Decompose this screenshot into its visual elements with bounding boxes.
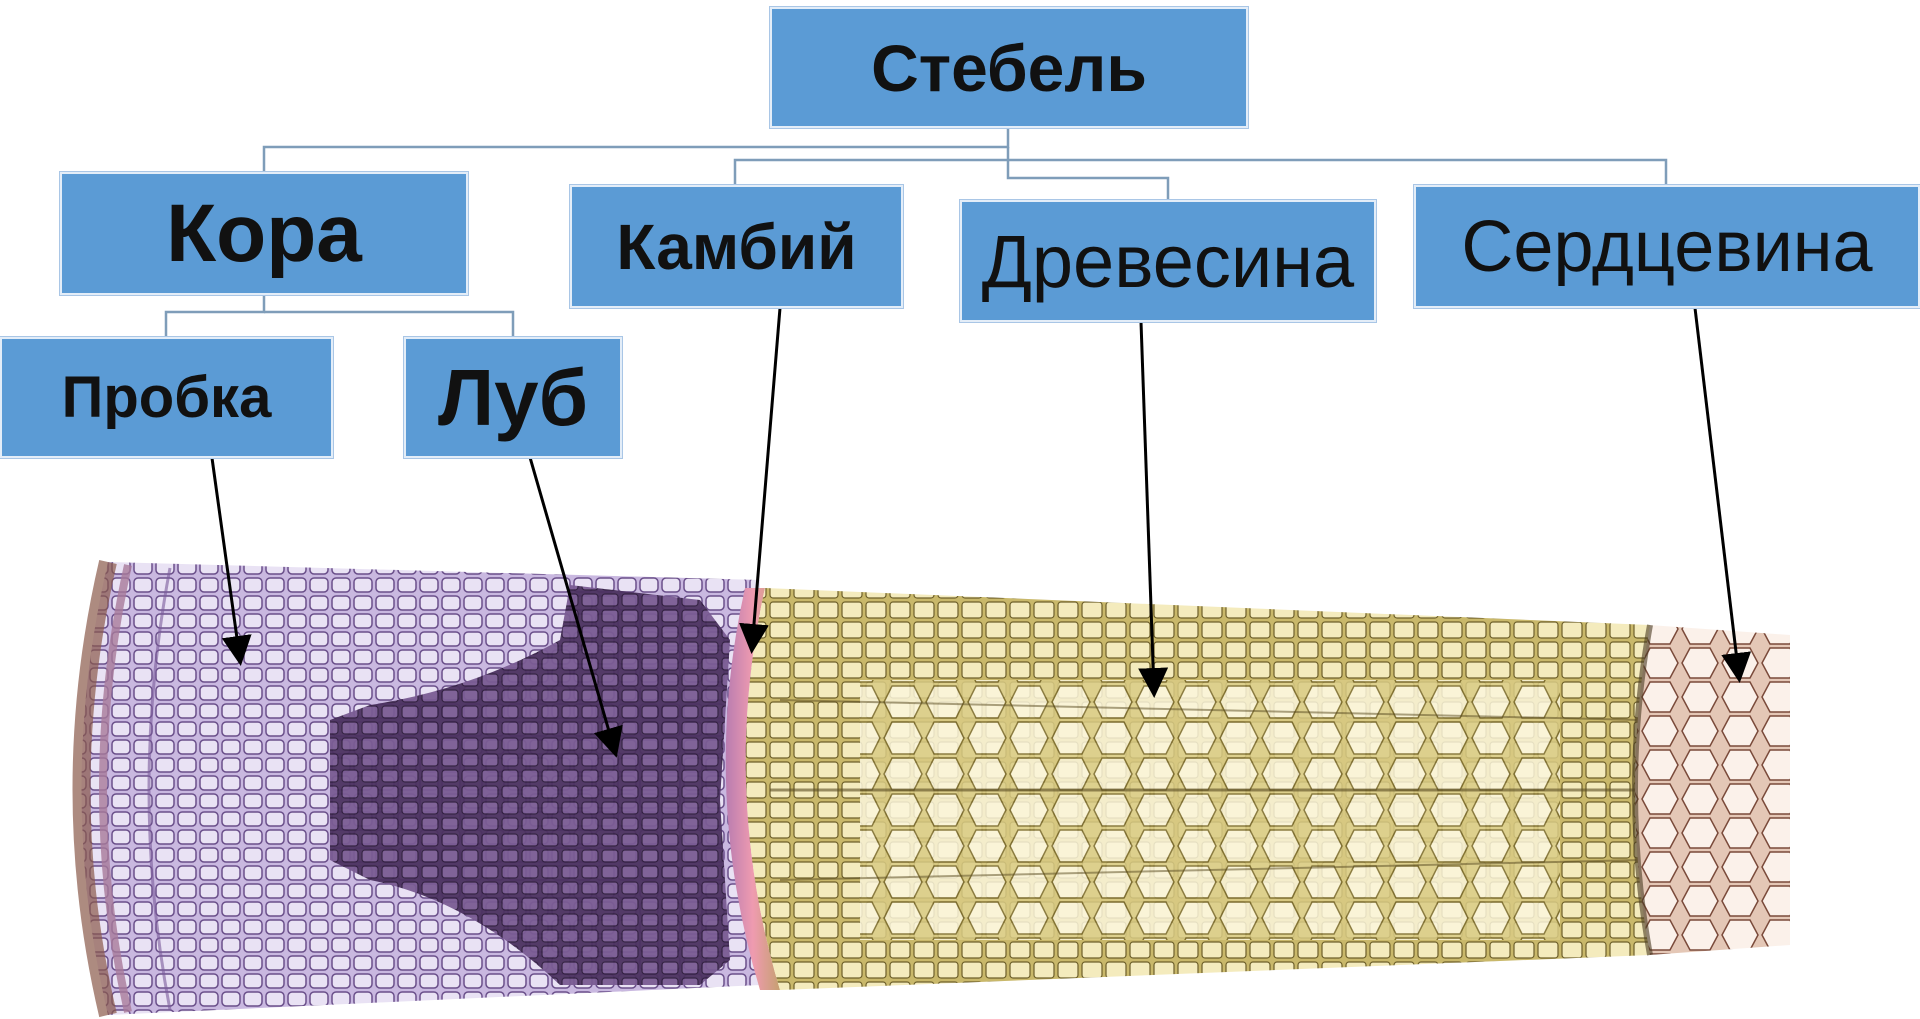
bark-label: Кора: [166, 187, 362, 281]
cambium-label: Камбий: [616, 210, 856, 284]
cork-node: Пробка: [0, 337, 333, 458]
wood-label: Древесина: [982, 219, 1354, 304]
pith-node: Сердцевина: [1414, 185, 1920, 308]
bark-node: Кора: [60, 172, 468, 295]
bast-label: Луб: [438, 352, 588, 444]
cork-label: Пробка: [62, 364, 272, 431]
bast-node: Луб: [404, 337, 622, 458]
cambium-node: Камбий: [570, 185, 903, 308]
stem-root-label: Стебель: [871, 30, 1147, 106]
wood-node: Древесина: [960, 200, 1376, 322]
stem-root-node: Стебель: [770, 7, 1248, 128]
pith-label: Сердцевина: [1461, 206, 1872, 288]
